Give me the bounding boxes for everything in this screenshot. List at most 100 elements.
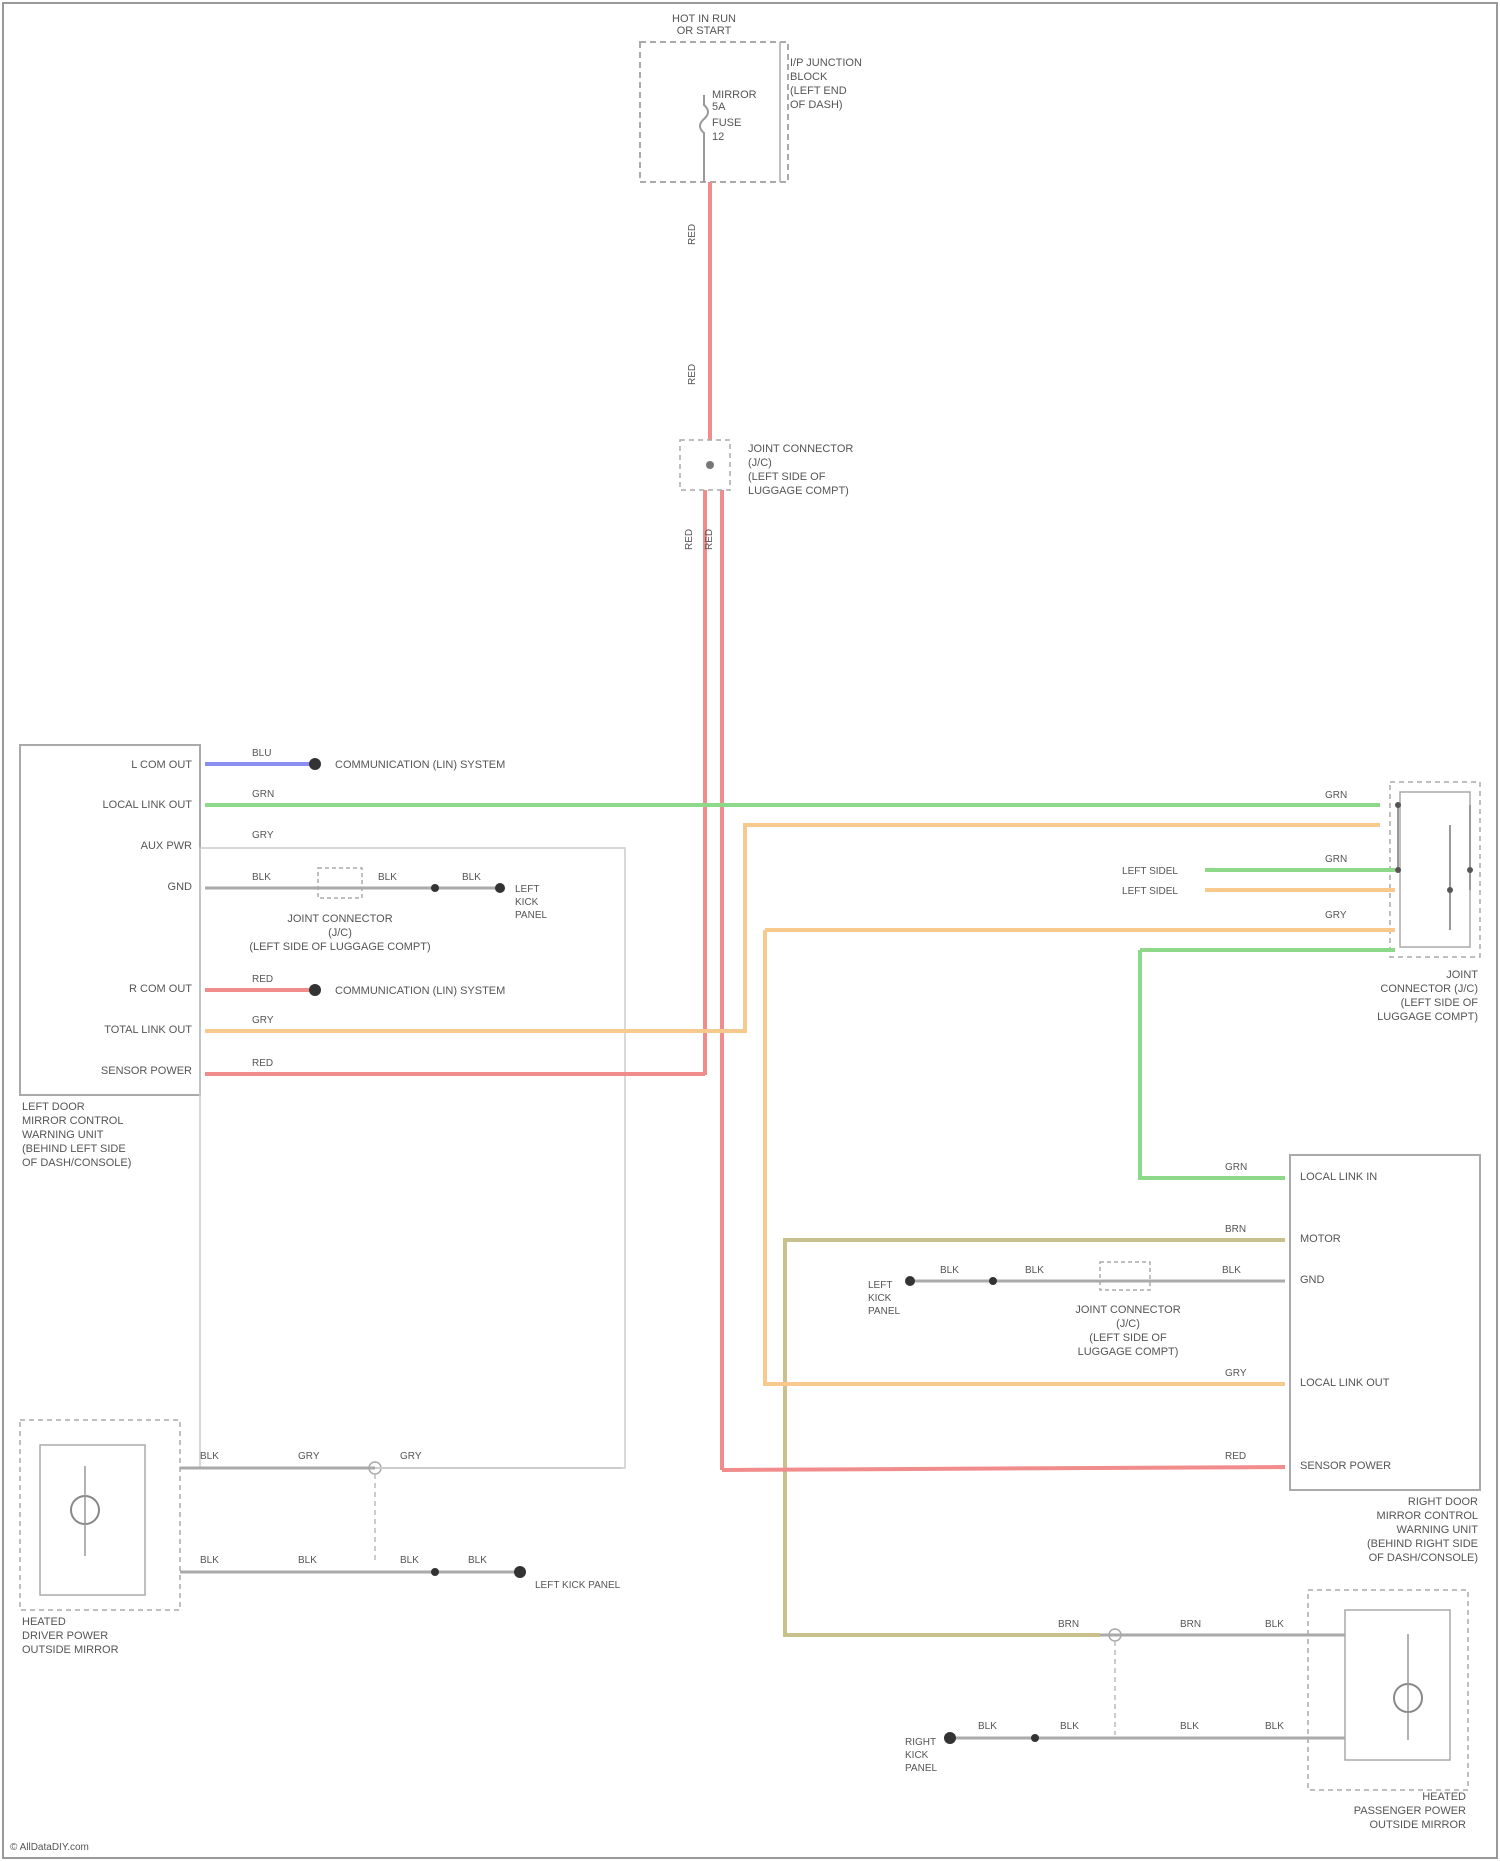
- left-pin-gnd: GND: [168, 881, 193, 893]
- right-unit-box: [1290, 1155, 1480, 1490]
- wire-code-blk-lm5: BLK: [298, 1555, 317, 1566]
- l-com-reference: COMMUNICATION (LIN) SYSTEM: [335, 759, 505, 771]
- left-pin-local-link-out: LOCAL LINK OUT: [103, 799, 193, 811]
- wire-code-gry-r4: GRY: [1225, 1368, 1247, 1379]
- wire-code-brn-rm1: BRN: [1058, 1619, 1079, 1630]
- joint-input-label-2: LEFT SIDEL: [1122, 886, 1178, 897]
- splice-node: [706, 461, 714, 469]
- wire-code-blk-g3: BLK: [462, 872, 481, 883]
- wire-code-blk-rg1: BLK: [1222, 1265, 1241, 1276]
- left-mirror-inner: [40, 1445, 145, 1595]
- left-ground-ref-1: LEFT: [515, 884, 539, 895]
- fuse-label-1: MIRROR: [712, 89, 757, 101]
- joint-right-label-1: JOINT: [1446, 969, 1478, 981]
- left-unit-label-5: OF DASH/CONSOLE): [22, 1157, 131, 1169]
- right-unit-label-2: MIRROR CONTROL: [1377, 1510, 1478, 1522]
- wire-code-brn-rm2: BRN: [1180, 1619, 1201, 1630]
- right-pin-sensor-power: SENSOR POWER: [1300, 1460, 1391, 1472]
- right-mirror-ground-ref-3: PANEL: [905, 1763, 937, 1774]
- right-mirror-ground-ref-2: KICK: [905, 1750, 929, 1761]
- left-ground-ref-2: KICK: [515, 897, 539, 908]
- right-mirror-ground-node: [1031, 1734, 1039, 1742]
- wire-code-blk-rm6: BLK: [1180, 1721, 1199, 1732]
- local-link-wire: GRN: [205, 789, 1380, 805]
- fuse-block-title-1: HOT IN RUN: [672, 13, 736, 25]
- splice-label-3: (LEFT SIDE OF: [748, 471, 826, 483]
- wire-code-blk-rg3: BLK: [940, 1265, 959, 1276]
- joint-node-4: [1467, 867, 1473, 873]
- left-control-unit: L COM OUT LOCAL LINK OUT AUX PWR GND R C…: [20, 745, 625, 1468]
- left-mirror-outer: [20, 1420, 180, 1610]
- wire-code-gry-total: GRY: [252, 1015, 274, 1026]
- right-unit-label-3: WARNING UNIT: [1397, 1524, 1479, 1536]
- fuse-block: HOT IN RUN OR START I/P JUNCTION BLOCK (…: [640, 13, 862, 182]
- wire-code-blk-lm1: BLK: [200, 1451, 219, 1462]
- right-unit-label-4: (BEHIND RIGHT SIDE: [1367, 1538, 1478, 1550]
- right-ground-splice-node: [989, 1277, 997, 1285]
- right-ground-joint-label-2: (J/C): [1116, 1318, 1140, 1330]
- left-pin-r-com-out: R COM OUT: [129, 983, 192, 995]
- footer-watermark: © AllDataDIY.com: [10, 1842, 89, 1853]
- r-com-wire: RED COMMUNICATION (LIN) SYSTEM: [205, 974, 505, 997]
- wire-code-blk-rg2: BLK: [1025, 1265, 1044, 1276]
- splice-label-1: JOINT CONNECTOR: [748, 443, 853, 455]
- left-mirror-ground-node: [431, 1568, 439, 1576]
- splice-joint-connector: JOINT CONNECTOR (J/C) (LEFT SIDE OF LUGG…: [680, 440, 853, 497]
- joint-connector-inputs: LEFT SIDEL LEFT SIDEL GRN GRN GRY: [765, 790, 1395, 950]
- right-pin-local-link-out: LOCAL LINK OUT: [1300, 1377, 1390, 1389]
- fuse-location-2: BLOCK: [790, 71, 828, 83]
- wire-code-gry-lm3: GRY: [400, 1451, 422, 1462]
- left-mirror-label-2: DRIVER POWER: [22, 1630, 108, 1642]
- sensor-power-right-red: [722, 1467, 1285, 1470]
- wire-code-blk-lm4: BLK: [200, 1555, 219, 1566]
- left-heated-mirror: BLK GRY GRY BLK BLK BLK BLK LEFT KICK PA…: [20, 1420, 622, 1656]
- fuse-label-3: FUSE: [712, 117, 741, 129]
- joint-right-inner: [1400, 792, 1470, 947]
- right-mirror-label-2: PASSENGER POWER: [1354, 1805, 1466, 1817]
- l-com-wire: BLU COMMUNICATION (LIN) SYSTEM: [205, 748, 505, 771]
- splice-label-2: (J/C): [748, 457, 772, 469]
- left-pin-sensor-power: SENSOR POWER: [101, 1065, 192, 1077]
- fuse-label-2: 5A: [712, 101, 726, 113]
- right-pin-local-link-in: LOCAL LINK IN: [1300, 1171, 1377, 1183]
- splice-label-4: LUGGAGE COMPT): [748, 485, 849, 497]
- left-ground-ref-3: PANEL: [515, 910, 547, 921]
- right-ground-joint-box: [1100, 1262, 1150, 1290]
- right-unit-label-1: RIGHT DOOR: [1408, 1496, 1478, 1508]
- left-ground-terminal: [495, 883, 505, 893]
- right-heated-mirror: BRN BRN BLK BLK BLK BLK BLK RIGHT KICK P…: [905, 1590, 1468, 1831]
- left-pin-aux-pwr: AUX PWR: [141, 840, 192, 852]
- wire-code-blk-rm4: BLK: [978, 1721, 997, 1732]
- right-pin-motor: MOTOR: [1300, 1233, 1341, 1245]
- wire-code-red-1: RED: [687, 224, 698, 245]
- joint-input-label-1: LEFT SIDEL: [1122, 866, 1178, 877]
- l-com-terminal: [309, 758, 321, 770]
- right-ground-terminal: [905, 1276, 915, 1286]
- right-ground-ref-2: KICK: [868, 1293, 892, 1304]
- left-ground-joint-box: [318, 868, 362, 898]
- joint-right-label-4: LUGGAGE COMPT): [1377, 1011, 1478, 1023]
- wire-code-grn-j2: GRN: [1325, 854, 1347, 865]
- joint-node-3: [1447, 887, 1453, 893]
- joint-node-1: [1395, 802, 1401, 808]
- right-ground-joint-label-1: JOINT CONNECTOR: [1075, 1304, 1180, 1316]
- right-ground-joint-label-4: LUGGAGE COMPT): [1078, 1346, 1179, 1358]
- local-link-in-green: [1140, 950, 1285, 1178]
- wire-code-blk-lm7: BLK: [468, 1555, 487, 1566]
- wire-code-grn-1: GRN: [252, 789, 274, 800]
- left-mirror-label-3: OUTSIDE MIRROR: [22, 1644, 119, 1656]
- wire-code-red-4: RED: [704, 529, 715, 550]
- wire-code-gry-j3: GRY: [1325, 910, 1347, 921]
- wire-code-gry-lm2: GRY: [298, 1451, 320, 1462]
- left-pin-total-link-out: TOTAL LINK OUT: [104, 1024, 192, 1036]
- joint-node-2: [1395, 867, 1401, 873]
- wire-code-blk-rm7: BLK: [1265, 1721, 1284, 1732]
- wire-code-blk-rm3: BLK: [1265, 1619, 1284, 1630]
- fuse-location-1: I/P JUNCTION: [790, 57, 862, 69]
- wire-code-grn-r1: GRN: [1225, 1162, 1247, 1173]
- joint-right-outer: [1390, 782, 1480, 957]
- right-ground-ref-1: LEFT: [868, 1280, 892, 1291]
- left-unit-label-4: (BEHIND LEFT SIDE: [22, 1143, 126, 1155]
- right-ground-circuit: BLK BLK BLK LEFT KICK PANEL JOINT CONNEC…: [868, 1262, 1285, 1358]
